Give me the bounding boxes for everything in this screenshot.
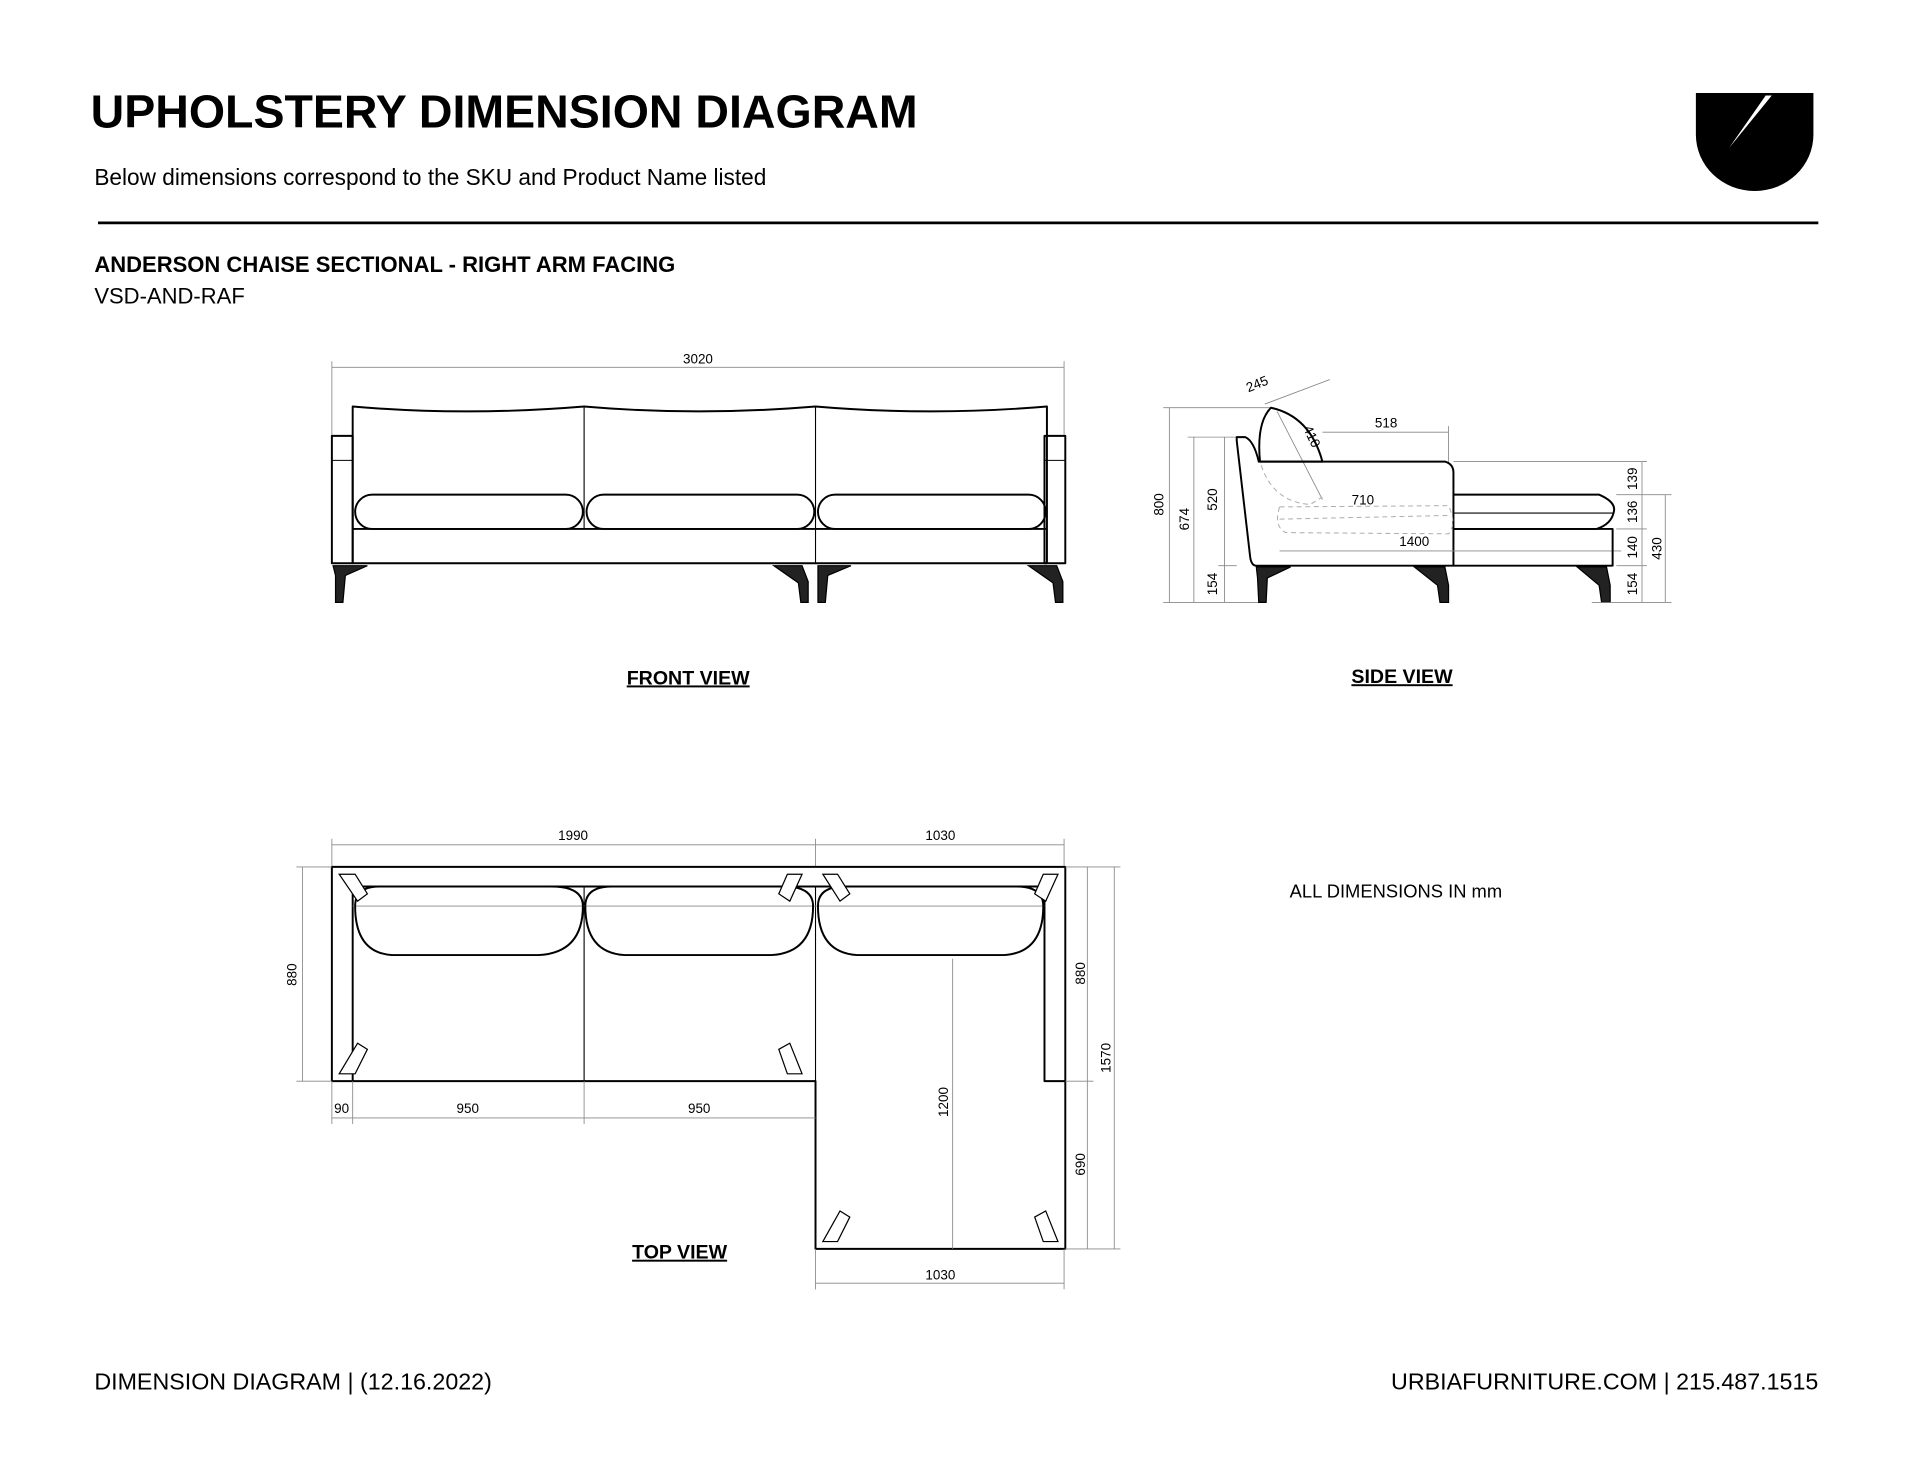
dim-total-height: 800 — [1151, 493, 1166, 515]
dim-total-depth: 1570 — [1099, 1043, 1114, 1073]
dim-sofa-depth-left: 880 — [284, 963, 299, 985]
product-sku: VSD-AND-RAF — [94, 284, 244, 309]
dim-arm-above-seat: 139 — [1625, 468, 1640, 490]
front-view-drawing: 3020 — [330, 352, 1067, 604]
page-title: UPHOLSTERY DIMENSION DIAGRAM — [91, 85, 918, 137]
dim-sofa-width: 1990 — [558, 828, 588, 843]
side-view-label: SIDE VIEW — [1351, 666, 1453, 688]
dim-seat-width-1: 950 — [457, 1101, 479, 1116]
dim-chaise-inner-length: 1200 — [936, 1087, 951, 1117]
dim-chaise-width-bottom: 1030 — [925, 1268, 955, 1283]
dim-seat-width-2: 950 — [688, 1101, 710, 1116]
dim-chaise-extension: 690 — [1073, 1153, 1088, 1175]
dim-arm-height: 520 — [1205, 488, 1220, 510]
dim-leg-height-left: 154 — [1205, 572, 1220, 595]
urbia-logo-icon — [1695, 93, 1814, 192]
dim-seat-height: 430 — [1650, 537, 1665, 559]
dim-sofa-depth-right: 880 — [1073, 962, 1088, 984]
footer-right: URBIAFURNITURE.COM | 215.487.1515 — [1391, 1369, 1818, 1395]
dim-chaise-width-top: 1030 — [925, 828, 955, 843]
dim-arm-width: 90 — [334, 1101, 349, 1116]
dim-pillow-depth: 245 — [1244, 373, 1270, 395]
top-view-drawing: 1990 1030 880 90 950 950 — [284, 828, 1121, 1290]
dim-leg-height-right: 154 — [1625, 572, 1640, 595]
units-note: ALL DIMENSIONS IN mm — [1290, 881, 1503, 902]
dim-front-width: 3020 — [683, 352, 713, 367]
dim-base-height: 140 — [1625, 536, 1640, 558]
dim-seat-depth: 710 — [1352, 492, 1374, 507]
product-name: ANDERSON CHAISE SECTIONAL - RIGHT ARM FA… — [94, 252, 675, 277]
side-view-drawing: 800 674 520 154 245 410 518 710 1400 — [1151, 373, 1672, 604]
front-view-label: FRONT VIEW — [627, 667, 750, 689]
dim-arm-depth: 518 — [1375, 415, 1397, 430]
page-subtitle: Below dimensions correspond to the SKU a… — [94, 164, 766, 190]
top-view-label: TOP VIEW — [632, 1242, 728, 1264]
dim-cushion-height: 136 — [1625, 501, 1640, 523]
dim-back-height: 674 — [1177, 507, 1192, 530]
footer-left: DIMENSION DIAGRAM | (12.16.2022) — [94, 1369, 492, 1395]
dim-chaise-depth: 1400 — [1399, 534, 1429, 549]
